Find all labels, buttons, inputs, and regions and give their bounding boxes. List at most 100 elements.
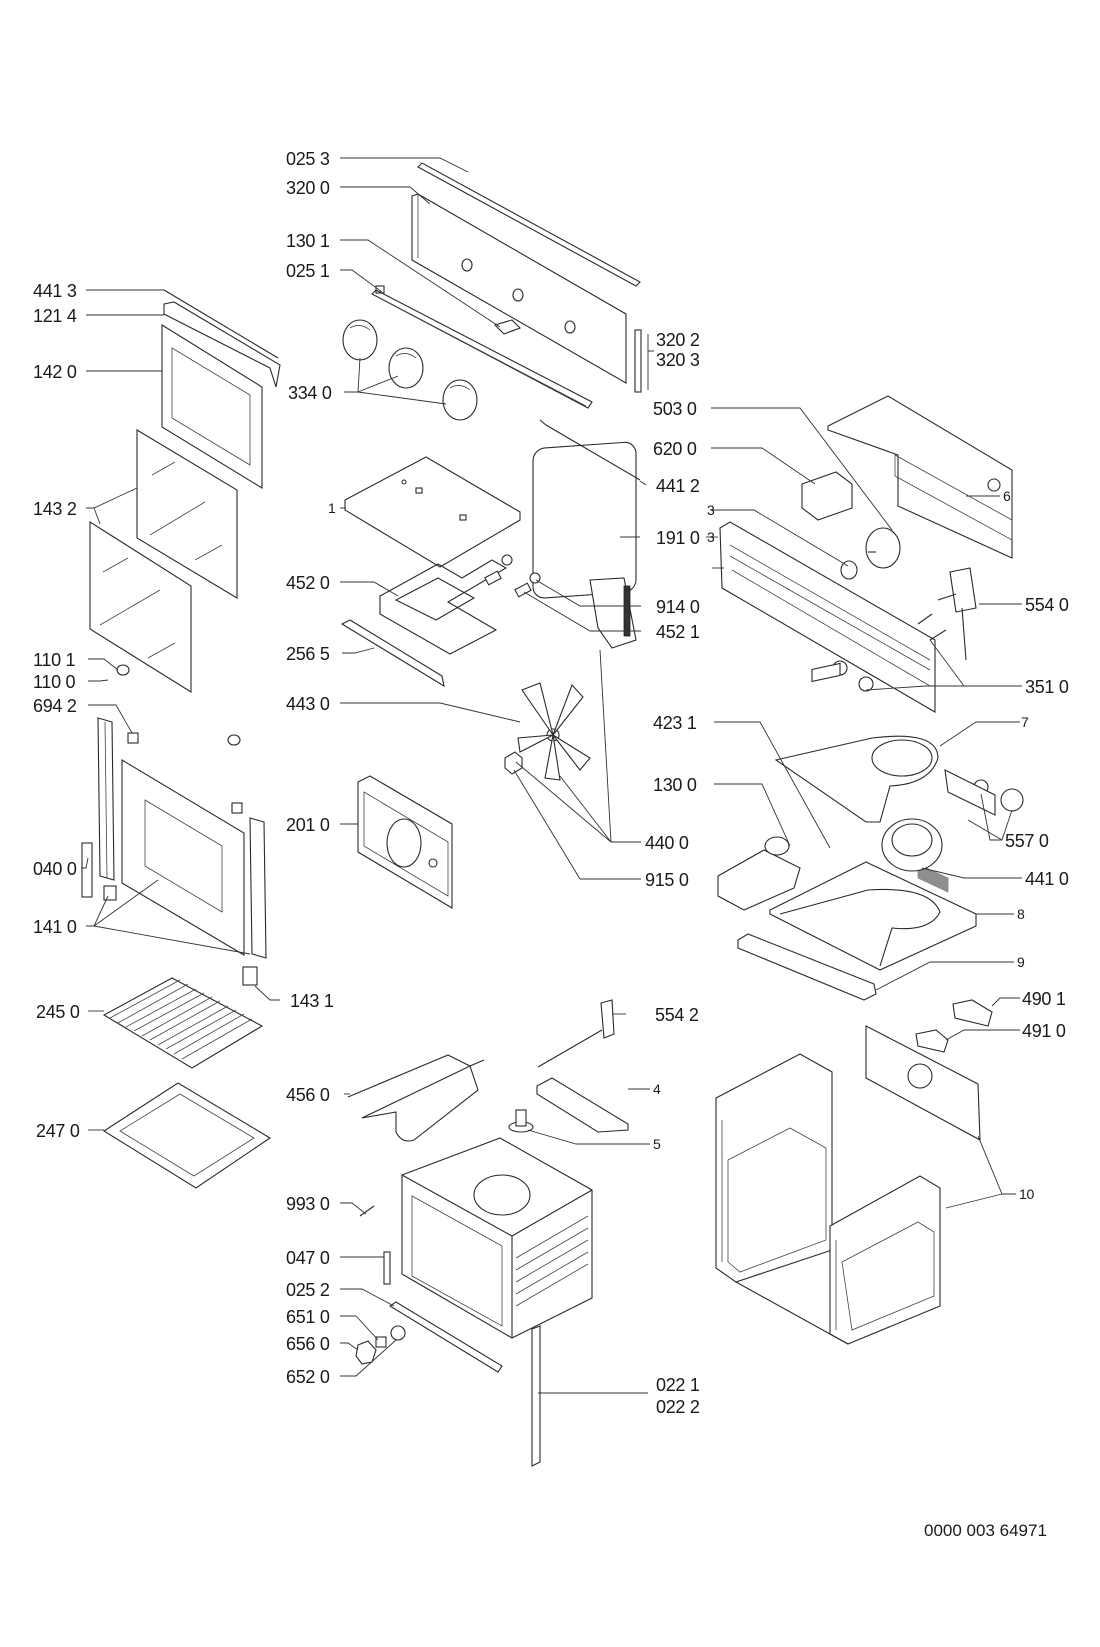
part-label-2470: 247 0 <box>36 1121 80 1141</box>
terminal-block-6200 <box>801 471 853 521</box>
part-label-4901: 490 1 <box>1022 989 1066 1009</box>
part-label-6942: 694 2 <box>33 696 77 716</box>
cavity-thermostat-5542 <box>537 999 615 1068</box>
part-label-10: 10 <box>1019 1186 1034 1202</box>
leader-lines <box>81 157 1022 1394</box>
part-label-0222: 022 2 <box>656 1397 700 1417</box>
connector-4901 <box>952 999 993 1027</box>
side-trim-3202 <box>634 329 642 393</box>
terminal-4910 <box>915 1029 949 1053</box>
timer-motor-5030 <box>865 527 901 569</box>
door-top-seal-4413 <box>163 289 279 359</box>
tangential-fan-4410 <box>881 818 943 872</box>
duct-base-8 <box>769 861 977 971</box>
part-label-1431: 143 1 <box>290 991 334 1011</box>
drawing-reference-code: 0000 003 64971 <box>924 1521 1047 1540</box>
oven-cavity <box>401 1137 593 1339</box>
part-label-5570: 557 0 <box>1005 831 1049 851</box>
control-panel-3200 <box>411 193 627 384</box>
door-top-profile-1214 <box>163 301 281 388</box>
part-label-9930: 993 0 <box>286 1194 330 1214</box>
cover-4 <box>536 1077 629 1133</box>
part-label-4400: 440 0 <box>645 833 689 853</box>
part-label-8: 8 <box>1017 906 1025 922</box>
knob-3340-c <box>442 379 478 421</box>
part-label-1100: 110 0 <box>33 672 76 692</box>
part-label-6200: 620 0 <box>653 439 697 459</box>
door-handle-1100 <box>107 678 219 744</box>
fan-cover-2010 <box>357 775 453 909</box>
part-label-1101: 110 1 <box>33 650 76 670</box>
knob-3340-a <box>342 319 378 361</box>
part-label-0251: 025 1 <box>286 261 330 281</box>
part-label-3a: 3 <box>707 502 715 518</box>
lamp-bulb-6510 <box>375 1336 387 1348</box>
gasket-clip-4412 <box>539 419 641 481</box>
top-heating-element-4520 <box>379 559 508 655</box>
part-label-1910: 191 0 <box>656 528 700 548</box>
part-label-0252: 025 2 <box>286 1280 330 1300</box>
part-label-4231: 423 1 <box>653 713 697 733</box>
wire-shelf-2450 <box>102 977 264 1069</box>
fan-nut-9150 <box>504 751 523 775</box>
part-label-6520: 652 0 <box>286 1367 330 1387</box>
part-label-4520: 452 0 <box>286 573 330 593</box>
thermostat-5540 <box>937 567 977 661</box>
part-label-4521: 452 1 <box>656 622 700 642</box>
screw-9930 <box>359 1205 375 1217</box>
cooling-duct-7 <box>774 735 939 823</box>
part-label-3340: 334 0 <box>288 383 332 403</box>
part-label-7: 7 <box>1021 714 1029 730</box>
spacer-3 <box>840 560 858 580</box>
fan-motor-4400 <box>589 577 637 649</box>
part-label-4430: 443 0 <box>286 694 330 714</box>
part-label-3510: 351 0 <box>1025 677 1069 697</box>
part-label-4910: 491 0 <box>1022 1021 1066 1041</box>
element-bushing-4521 <box>484 570 532 598</box>
part-label-2450: 245 0 <box>36 1002 80 1022</box>
part-label-4412: 441 2 <box>656 476 700 496</box>
top-cover-1 <box>344 456 521 568</box>
part-label-5540: 554 0 <box>1025 595 1069 615</box>
part-label-3202: 320 2 <box>656 330 700 350</box>
part-label-4410: 441 0 <box>1025 869 1069 889</box>
part-label-1432: 143 2 <box>33 499 77 519</box>
lamp-holder-6520 <box>390 1325 406 1341</box>
part-label-1300: 130 0 <box>653 775 697 795</box>
part-label-1214: 121 4 <box>33 306 77 326</box>
part-label-1420: 142 0 <box>33 362 77 382</box>
part-label-1: 1 <box>328 500 336 516</box>
latch-0470 <box>383 1251 391 1285</box>
part-label-0400: 040 0 <box>33 859 77 879</box>
hinge-bracket-6942 <box>127 732 243 814</box>
outer-casing-10 <box>715 1053 941 1345</box>
lamp-socket-1300 <box>717 836 801 911</box>
rear-panel-6 <box>827 395 1013 893</box>
part-label-6560: 656 0 <box>286 1334 330 1354</box>
hinge-1431 <box>242 966 258 986</box>
part-label-2565: 256 5 <box>286 644 330 664</box>
part-label-4413: 441 3 <box>33 281 77 301</box>
inner-glass-1432-b <box>89 521 192 693</box>
part-label-3203: 320 3 <box>656 350 700 370</box>
inner-glass-1432-a <box>136 429 238 599</box>
outer-door-glass-1420 <box>161 324 263 489</box>
handle-washer-1101 <box>116 664 241 746</box>
control-bracket-3 <box>719 521 936 713</box>
element-shield-2565 <box>340 619 445 688</box>
part-label-3b: 3 <box>707 529 715 545</box>
part-label-9140: 914 0 <box>656 597 700 617</box>
part-label-0253: 025 3 <box>286 149 330 169</box>
baking-tray-2470 <box>102 1082 272 1189</box>
part-label-0221: 022 1 <box>656 1375 700 1395</box>
part-label-5542: 554 2 <box>655 1005 699 1025</box>
front-trim-0252 <box>388 1301 503 1373</box>
part-label-2010: 201 0 <box>286 815 330 835</box>
trim-strip-0253 <box>417 162 641 287</box>
front-duct-9 <box>737 933 877 1001</box>
side-trim-0221 <box>531 1325 541 1467</box>
part-label-4560: 456 0 <box>286 1085 330 1105</box>
bottom-heating-element-4560 <box>347 1054 485 1142</box>
